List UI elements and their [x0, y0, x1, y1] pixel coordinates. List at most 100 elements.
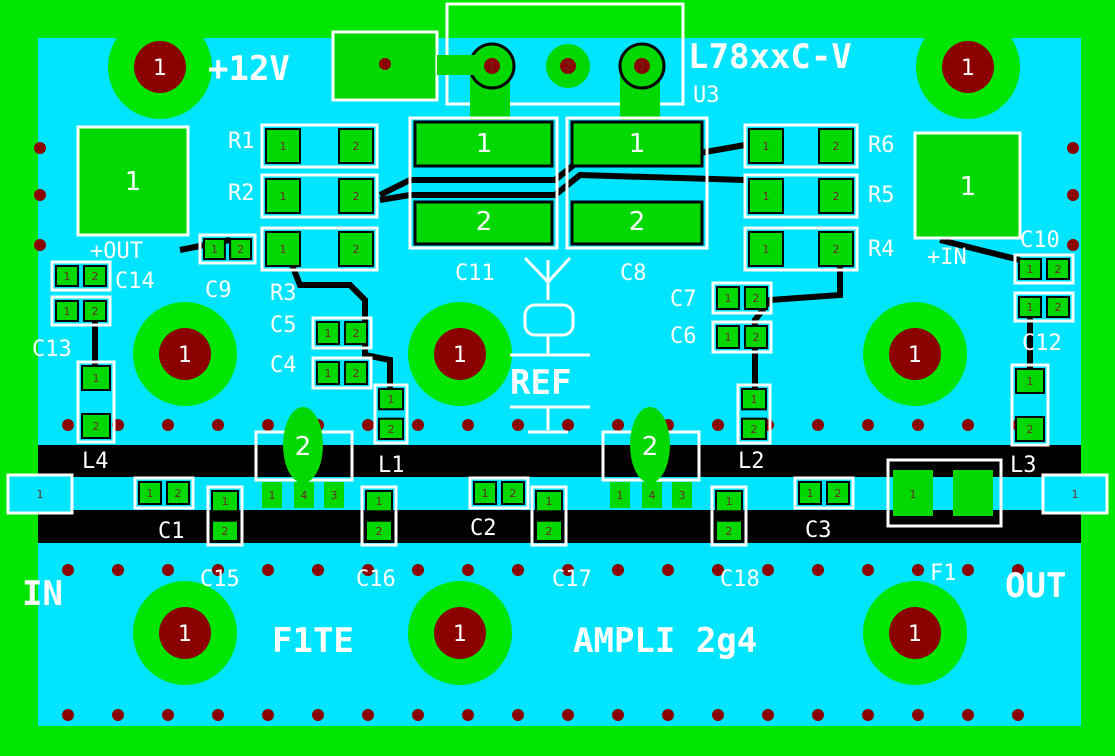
via	[562, 709, 574, 721]
pin-label: 1	[280, 243, 287, 256]
via	[212, 419, 224, 431]
via	[762, 709, 774, 721]
svg-text:2: 2	[476, 207, 493, 237]
pin-label: 1	[93, 372, 100, 385]
via	[462, 564, 474, 576]
designator-r3: R3	[270, 281, 297, 306]
pin-label: 1	[546, 495, 553, 508]
pin-label: 1	[325, 367, 332, 380]
via	[912, 419, 924, 431]
designator-c5: C5	[270, 313, 297, 338]
via	[212, 709, 224, 721]
via	[162, 709, 174, 721]
pin-label: 1	[376, 495, 383, 508]
pin-label: 1	[280, 140, 287, 153]
pin-label: 2	[376, 525, 383, 538]
via	[512, 564, 524, 576]
supply-pad	[331, 30, 477, 102]
svg-text:1: 1	[910, 488, 917, 501]
pin-label: 2	[353, 140, 360, 153]
via	[762, 564, 774, 576]
pin-label: 1	[1027, 375, 1034, 388]
pin-label: 1	[1027, 263, 1034, 276]
designator-c2: C2	[470, 516, 497, 541]
designator-c16: C16	[356, 567, 396, 592]
via	[662, 709, 674, 721]
pin-label: 2	[1054, 301, 1061, 314]
pin-label: 1	[222, 495, 229, 508]
designator-r1: R1	[228, 129, 255, 154]
designator-c4: C4	[270, 353, 297, 378]
designator-c8: C8	[620, 261, 647, 286]
via	[512, 709, 524, 721]
svg-text:1: 1	[37, 488, 44, 501]
pin-label: 2	[388, 423, 395, 436]
pin-label: 2	[91, 270, 98, 283]
via	[912, 564, 924, 576]
mounting-holes: 1 1 1 1 1 1 1 1	[108, 15, 1020, 685]
via	[362, 564, 374, 576]
pin-label: 2	[752, 331, 759, 344]
designator-r5: R5	[868, 183, 895, 208]
via	[612, 709, 624, 721]
via	[262, 709, 274, 721]
svg-text:3: 3	[639, 60, 646, 73]
svg-text:+IN: +IN	[927, 245, 967, 270]
svg-text:1: 1	[908, 622, 922, 647]
svg-text:2: 2	[565, 60, 572, 73]
pin-label: 2	[1027, 423, 1034, 436]
pin-label: 2	[353, 190, 360, 203]
via	[162, 564, 174, 576]
pin-label: 2	[353, 243, 360, 256]
pin-label: 2	[833, 243, 840, 256]
power-connectors: 1 1	[76, 125, 1022, 240]
svg-text:+OUT: +OUT	[90, 239, 143, 264]
designator-c6: C6	[670, 324, 697, 349]
via	[812, 419, 824, 431]
pin-label: 1	[280, 190, 287, 203]
via	[562, 564, 574, 576]
via	[662, 564, 674, 576]
svg-text:1: 1	[1072, 488, 1079, 501]
via	[162, 419, 174, 431]
designator-c10: C10	[1020, 228, 1060, 253]
part-l3: 12	[1010, 363, 1050, 447]
via	[312, 564, 324, 576]
via	[362, 709, 374, 721]
part-l2: 12	[736, 383, 772, 445]
via	[362, 419, 374, 431]
designator-c18: C18	[720, 567, 760, 592]
svg-text:4: 4	[301, 489, 308, 502]
pin-label: 2	[352, 327, 359, 340]
via	[1012, 564, 1024, 576]
via	[62, 709, 74, 721]
via	[912, 709, 924, 721]
pin-label: 2	[91, 305, 98, 318]
pin-label: 2	[726, 525, 733, 538]
designator-c1: C1	[158, 519, 185, 544]
pin-label: 2	[174, 487, 181, 500]
svg-text:+12V: +12V	[208, 49, 290, 89]
pin-label: 2	[546, 525, 553, 538]
designator-l4: L4	[82, 449, 109, 474]
fuse-f1: 1	[886, 458, 1003, 528]
pin-label: 2	[352, 367, 359, 380]
svg-text:1: 1	[453, 622, 467, 647]
rf-connectors: 1 1	[6, 473, 1109, 515]
part-c17: 12	[530, 485, 568, 547]
via	[34, 142, 46, 154]
via	[262, 419, 274, 431]
via	[712, 709, 724, 721]
svg-text:3: 3	[679, 489, 686, 502]
via	[412, 709, 424, 721]
designator-r4: R4	[868, 237, 895, 262]
